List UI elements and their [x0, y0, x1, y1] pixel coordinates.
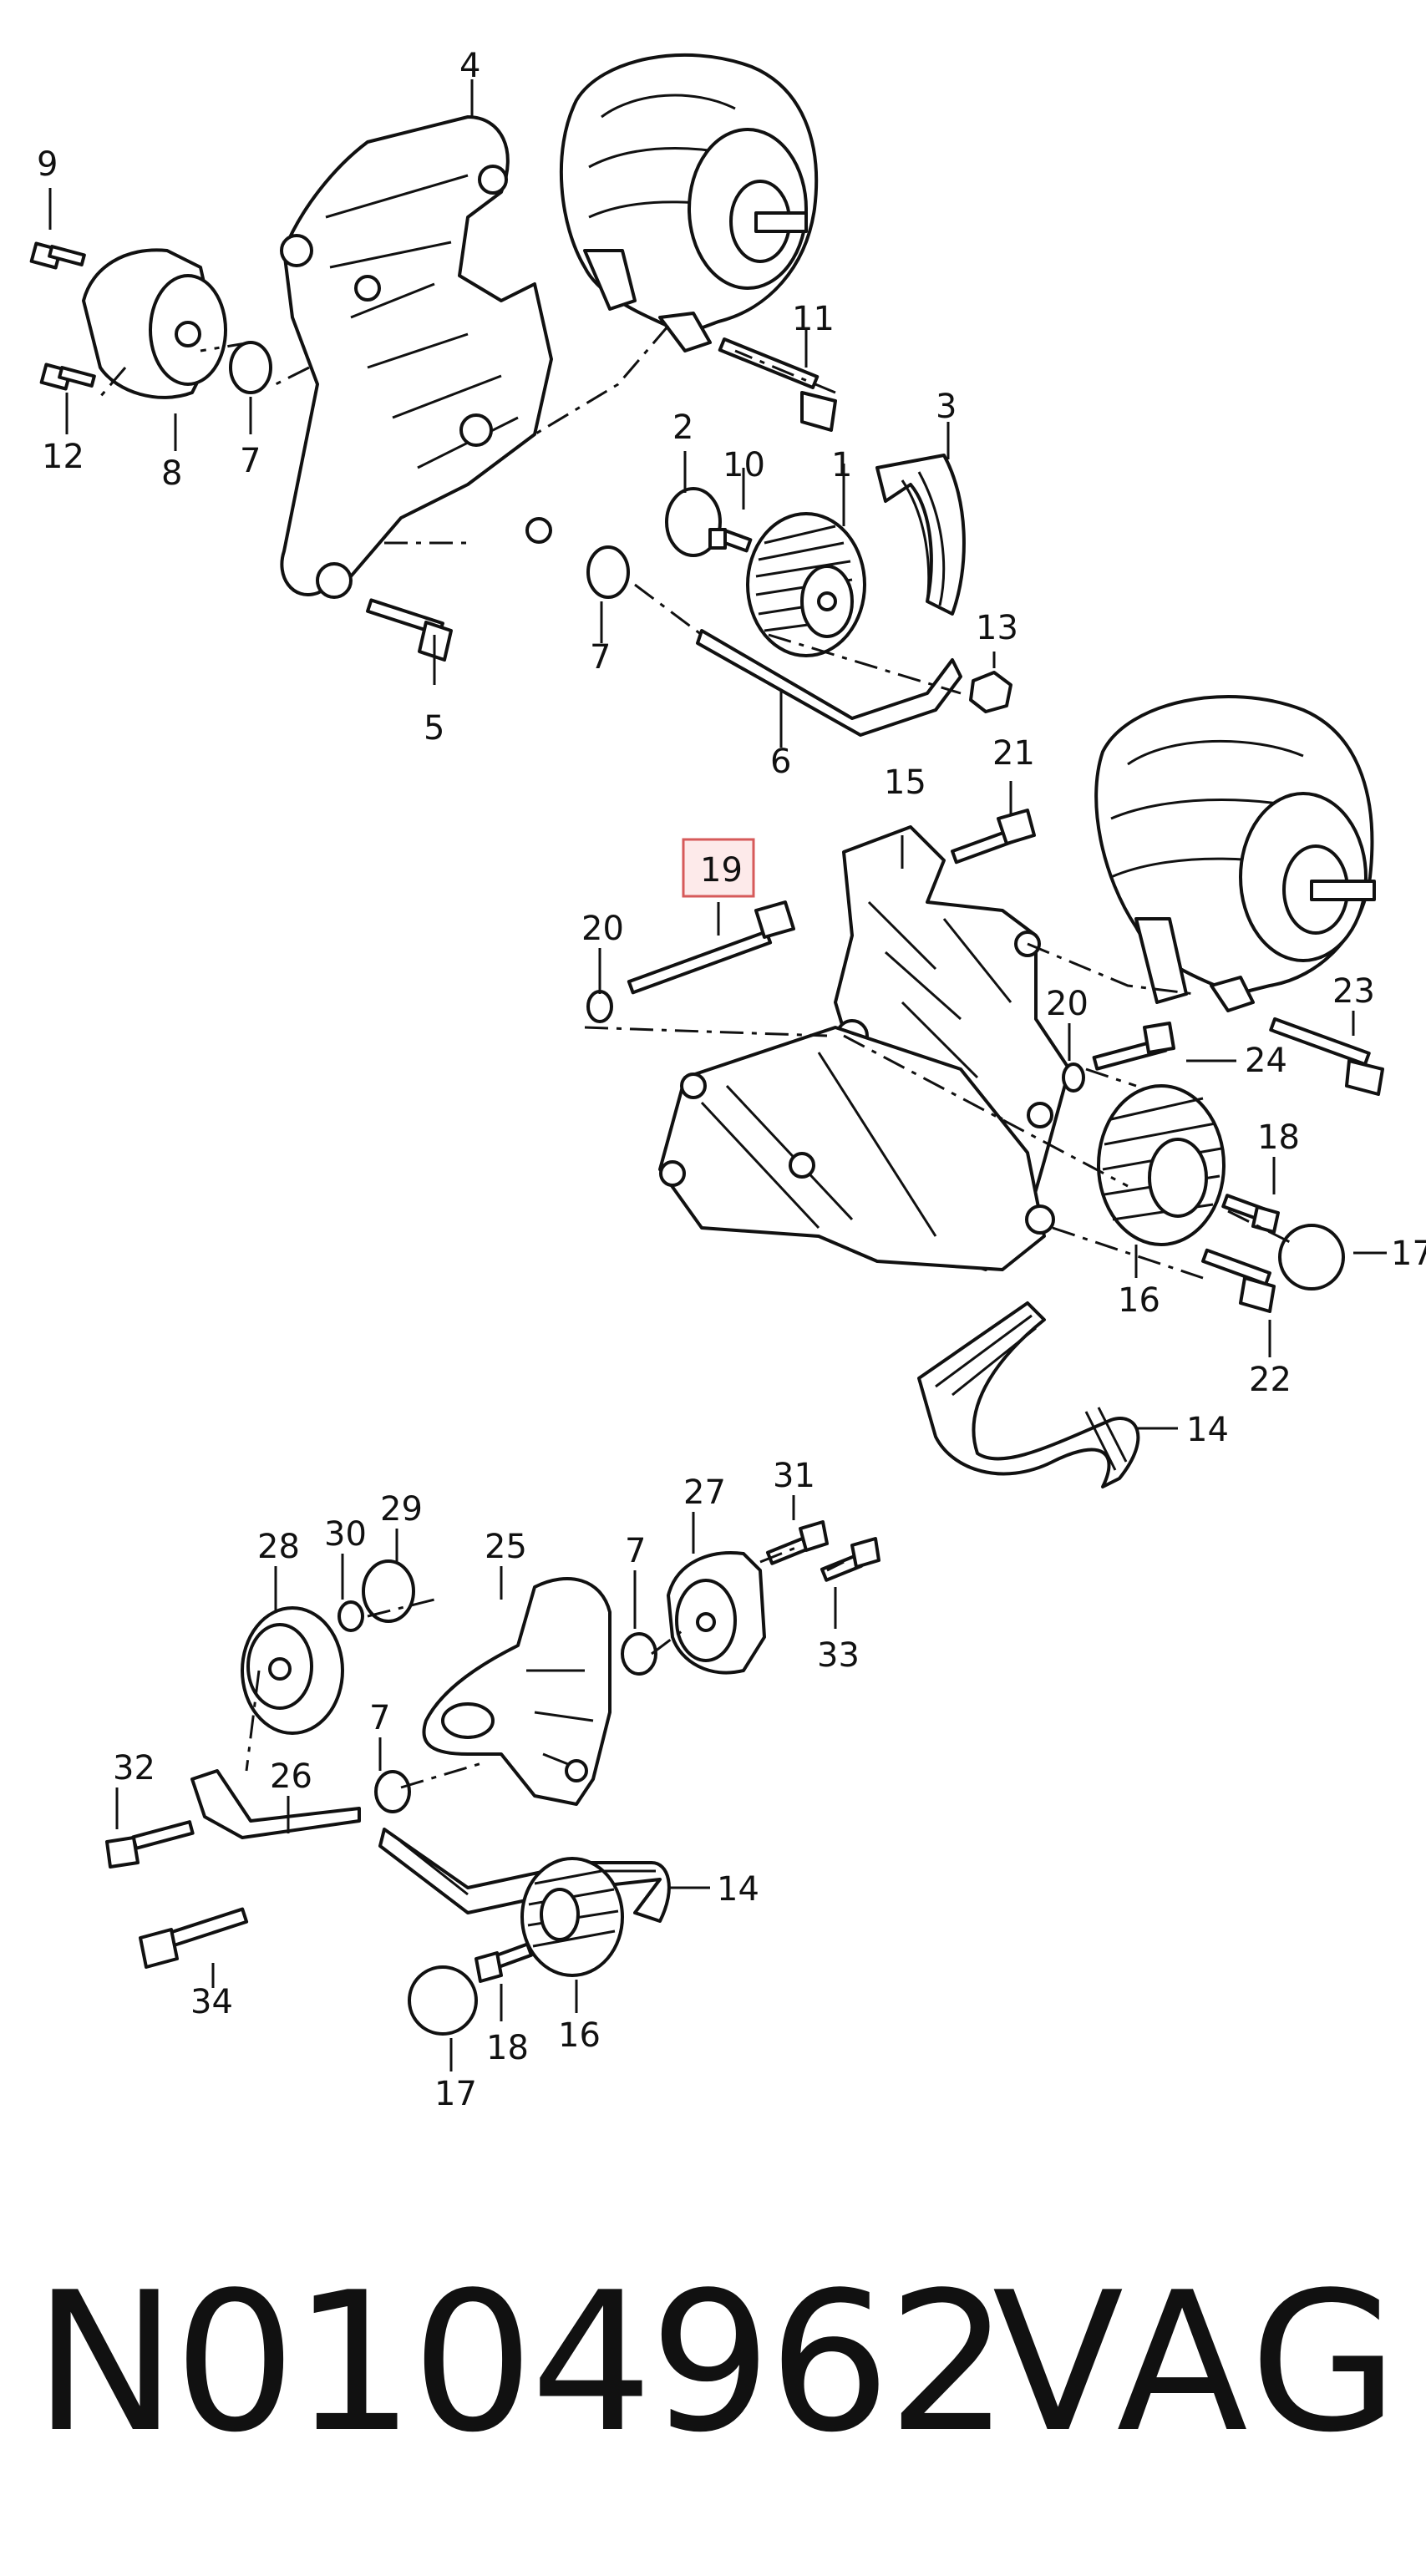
bushing-7c: [621, 1632, 657, 1676]
washer-20b: [1062, 1062, 1085, 1093]
rod-26: [190, 1769, 361, 1839]
callout-29: 29: [380, 1490, 423, 1529]
belt-3: [875, 454, 966, 616]
footer: N0104962 VAG: [33, 2255, 1403, 2489]
callout-4: 4: [459, 47, 480, 85]
callout-7d: 7: [369, 1699, 390, 1737]
bolt-10: [708, 528, 753, 553]
callout-7b: 7: [590, 638, 611, 677]
callout-8: 8: [161, 454, 182, 493]
bolt-21: [951, 809, 1036, 865]
callout-7c: 7: [625, 1532, 646, 1570]
tensioner-27: [667, 1551, 766, 1675]
callout-5: 5: [424, 709, 444, 748]
part-number: N0104962: [33, 2252, 1009, 2475]
brand-name: VAG: [992, 2252, 1403, 2475]
callout-17b: 17: [434, 2075, 477, 2113]
callout-26: 26: [270, 1757, 312, 1796]
bracket-4: [280, 115, 553, 599]
bolt-34: [139, 1907, 249, 1969]
bolt-33: [820, 1537, 880, 1582]
pulley-16-middle: [1097, 1084, 1226, 1246]
callout-23: 23: [1332, 972, 1375, 1011]
callout-1: 1: [831, 446, 852, 484]
callout-19: 19: [700, 851, 743, 890]
cap-2: [665, 487, 722, 557]
bolt-32: [105, 1820, 195, 1869]
callout-6: 6: [770, 743, 791, 781]
callout-25: 25: [485, 1528, 527, 1566]
callout-27: 27: [683, 1473, 726, 1512]
bushing-7a: [229, 341, 272, 394]
pulley-16-bottom: [520, 1857, 624, 1977]
washer-20a: [586, 990, 613, 1023]
tensioner-8: [29, 241, 227, 399]
callout-16a: 16: [1118, 1281, 1160, 1320]
cap-17-bottom: [408, 1965, 478, 2036]
belt-14-bottom: [378, 1828, 671, 1923]
pulley-1: [746, 512, 866, 657]
callout-20a: 20: [581, 910, 624, 948]
bolt-18-bottom: [474, 1942, 534, 1983]
cap-17-middle: [1278, 1224, 1345, 1291]
bracket-25: [422, 1577, 612, 1806]
callout-30: 30: [324, 1515, 367, 1554]
rod-6: [696, 629, 962, 737]
callout-22: 22: [1249, 1361, 1292, 1399]
alternator-middle: [1094, 695, 1376, 1012]
callout-17a: 17: [1391, 1235, 1426, 1273]
callout-34: 34: [190, 1983, 233, 2021]
cap-29: [362, 1559, 415, 1623]
callout-12: 12: [42, 438, 84, 476]
callout-18a: 18: [1257, 1118, 1300, 1157]
bolt-19: [627, 900, 795, 995]
washer-30: [337, 1600, 364, 1632]
callout-18b: 18: [486, 2029, 529, 2067]
alternator-top: [559, 53, 819, 352]
callout-14a: 14: [1186, 1411, 1229, 1449]
nut-13: [969, 671, 1012, 713]
belt-14-middle: [917, 1301, 1140, 1488]
callout-33: 33: [817, 1636, 860, 1675]
bolt-31: [765, 1520, 829, 1565]
carrier-housing: [658, 1026, 1055, 1271]
callout-31: 31: [773, 1457, 815, 1495]
callout-10: 10: [723, 446, 765, 484]
bushing-7b: [586, 545, 630, 599]
callout-20b: 20: [1046, 985, 1089, 1023]
callout-24: 24: [1245, 1042, 1287, 1080]
exploded-parts-diagram: 9 12 8 7 4 5 6 7 2 10 1 3 13 11 15 21 19…: [29, 47, 1426, 2113]
highlight-box-19: [682, 838, 755, 898]
callout-14b: 14: [717, 1870, 759, 1909]
bolt-22: [1201, 1248, 1276, 1313]
callout-13: 13: [976, 609, 1018, 647]
callout-3: 3: [936, 388, 957, 426]
callout-2: 2: [672, 408, 693, 447]
bolt-24: [1092, 1022, 1175, 1071]
callout-9: 9: [37, 145, 58, 184]
bushing-7d: [374, 1770, 411, 1813]
bolt-5: [366, 598, 453, 662]
callout-11: 11: [792, 300, 835, 338]
callout-28: 28: [257, 1528, 300, 1566]
callout-7a: 7: [240, 442, 261, 480]
callout-32: 32: [113, 1749, 155, 1787]
callout-15: 15: [884, 763, 926, 802]
callout-21: 21: [992, 734, 1035, 773]
callout-16b: 16: [558, 2016, 601, 2055]
pulley-28: [241, 1606, 344, 1735]
bolt-23: [1269, 1017, 1384, 1096]
